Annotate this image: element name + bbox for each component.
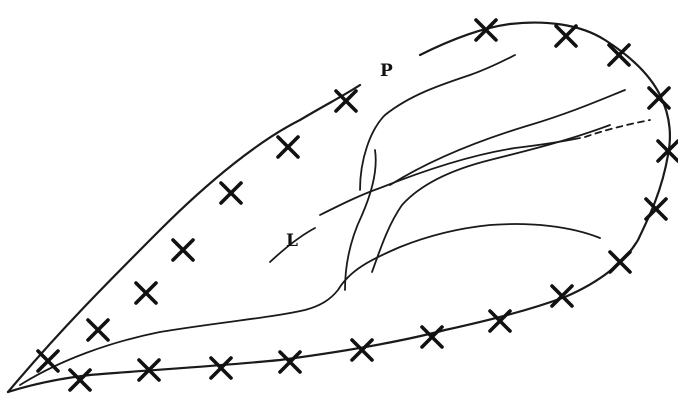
x-marker <box>647 86 671 110</box>
x-marker <box>420 325 444 349</box>
x-marker <box>68 368 92 392</box>
vein-top-branch <box>389 89 626 186</box>
x-marker <box>134 281 158 305</box>
x-marker <box>276 135 300 159</box>
x-marker <box>36 349 60 373</box>
x-marker <box>608 250 632 274</box>
label-l: L <box>286 231 298 251</box>
x-marker <box>474 18 498 42</box>
x-marker <box>219 181 243 205</box>
outline-upper-right <box>6 21 671 394</box>
x-marker <box>86 318 110 342</box>
vein-labels: P L <box>286 61 393 251</box>
vein-middle-branch <box>319 137 581 216</box>
vein-upper-branch <box>359 54 516 191</box>
x-marker <box>137 358 161 382</box>
x-marker <box>554 24 578 48</box>
leaf-outline <box>6 21 671 394</box>
x-marker <box>209 356 233 380</box>
sample-markers <box>36 18 678 392</box>
x-marker <box>171 238 195 262</box>
x-marker <box>644 197 668 221</box>
x-marker <box>350 338 374 362</box>
vein-lower-left <box>344 149 377 291</box>
vein-main <box>19 223 601 386</box>
vein-l-stub <box>269 227 316 263</box>
vein-lower-branch <box>371 124 611 273</box>
x-marker <box>488 309 512 333</box>
x-marker <box>607 43 631 67</box>
x-marker <box>278 350 302 374</box>
x-marker <box>656 139 678 163</box>
outline-upper-left <box>6 83 362 394</box>
vein-middle-dashed <box>584 119 651 138</box>
vein-network <box>19 54 651 386</box>
x-marker <box>550 284 574 308</box>
x-marker <box>334 89 358 113</box>
label-p: P <box>380 61 393 81</box>
